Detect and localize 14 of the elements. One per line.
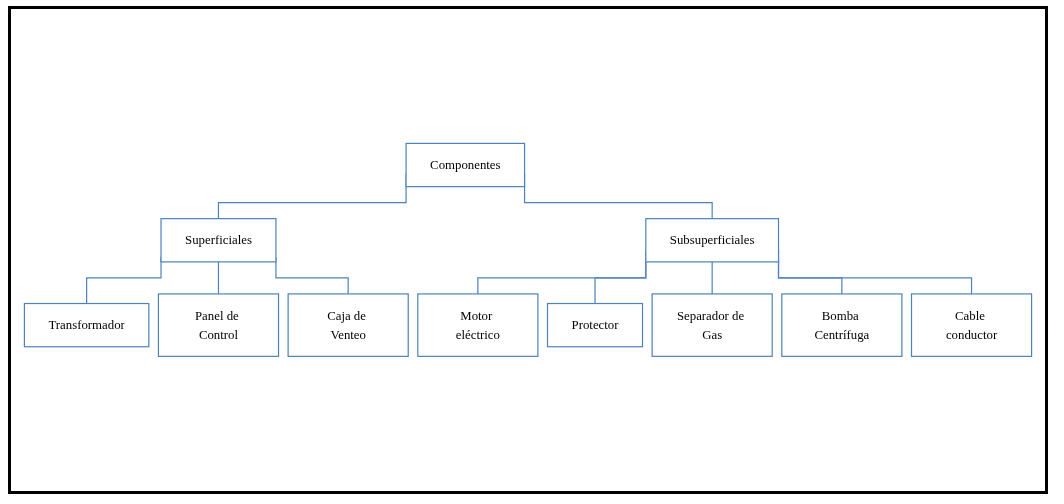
node-box: Componentes	[405, 142, 526, 188]
node-box: Panel de Control	[157, 293, 280, 358]
node-box: Transformador	[23, 303, 150, 348]
node-box: Subsuperficiales	[645, 218, 780, 263]
connector	[711, 261, 713, 295]
node-box: Superficiales	[160, 218, 277, 263]
connector	[217, 261, 220, 295]
node-box: Separador de Gas	[651, 293, 773, 358]
connector	[594, 261, 647, 305]
node-box: Caja de Venteo	[287, 293, 409, 358]
node-box: Bomba Centrífuga	[781, 293, 903, 358]
node-box: Protector	[546, 303, 644, 348]
node-box: Cable conductor	[910, 293, 1033, 358]
node-box: Motor eléctrico	[417, 293, 539, 358]
